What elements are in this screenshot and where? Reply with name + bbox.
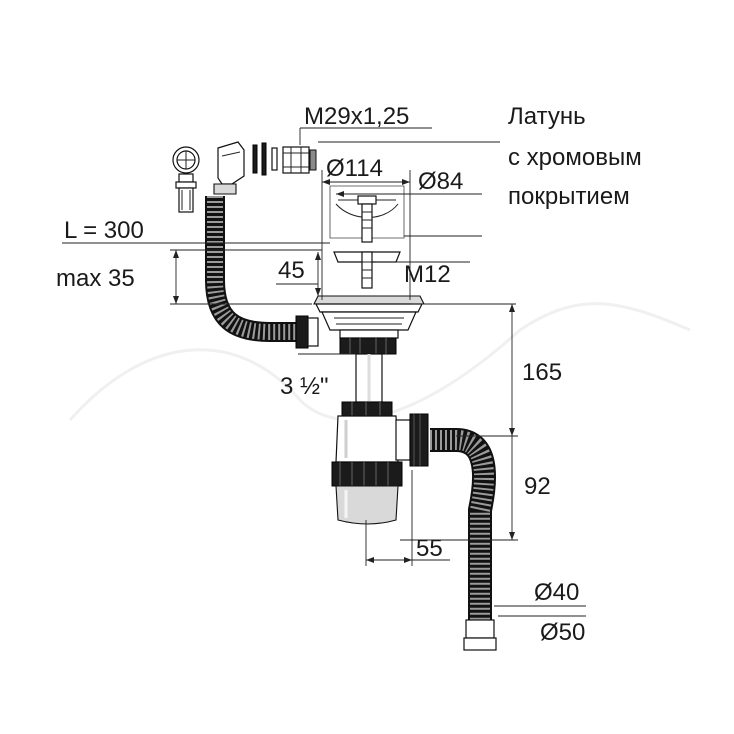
overflow-assembly bbox=[172, 141, 319, 349]
drain-hose bbox=[430, 428, 497, 651]
bottle-trap bbox=[331, 401, 403, 525]
height-45-label: 45 bbox=[278, 257, 305, 284]
hose-length-label: L = 300 bbox=[64, 217, 144, 244]
offset-55-label: 55 bbox=[416, 535, 443, 562]
thread-label: M29x1,25 bbox=[304, 103, 409, 130]
labels: M29x1,25 Латунь с хромовым покрытием Ø11… bbox=[56, 103, 642, 646]
max-label: max 35 bbox=[56, 265, 135, 292]
overflow-grille bbox=[172, 146, 200, 213]
overflow-hose bbox=[205, 196, 319, 349]
material-label-1: Латунь bbox=[508, 103, 586, 130]
overflow-elbow bbox=[213, 141, 245, 195]
bolt-label: M12 bbox=[404, 261, 451, 288]
dimension-lines bbox=[62, 127, 586, 617]
diameter-40-label: Ø40 bbox=[534, 579, 579, 606]
diameter-50-label: Ø50 bbox=[540, 619, 585, 646]
outlet-connector bbox=[395, 413, 429, 467]
height-165-label: 165 bbox=[522, 359, 562, 386]
size-label: 3 ½" bbox=[280, 373, 329, 400]
outer-diameter-label: Ø114 bbox=[326, 155, 383, 182]
tailpiece-pipe bbox=[355, 353, 383, 403]
inner-diameter-label: Ø84 bbox=[418, 168, 463, 195]
sink-flange bbox=[313, 295, 425, 339]
strainer-exploded bbox=[329, 185, 405, 289]
overflow-washers bbox=[252, 142, 317, 176]
material-label-2: с хромовым bbox=[508, 144, 642, 171]
height-92-label: 92 bbox=[524, 473, 551, 500]
material-label-3: покрытием bbox=[508, 183, 630, 210]
outlet-nut bbox=[339, 337, 397, 355]
